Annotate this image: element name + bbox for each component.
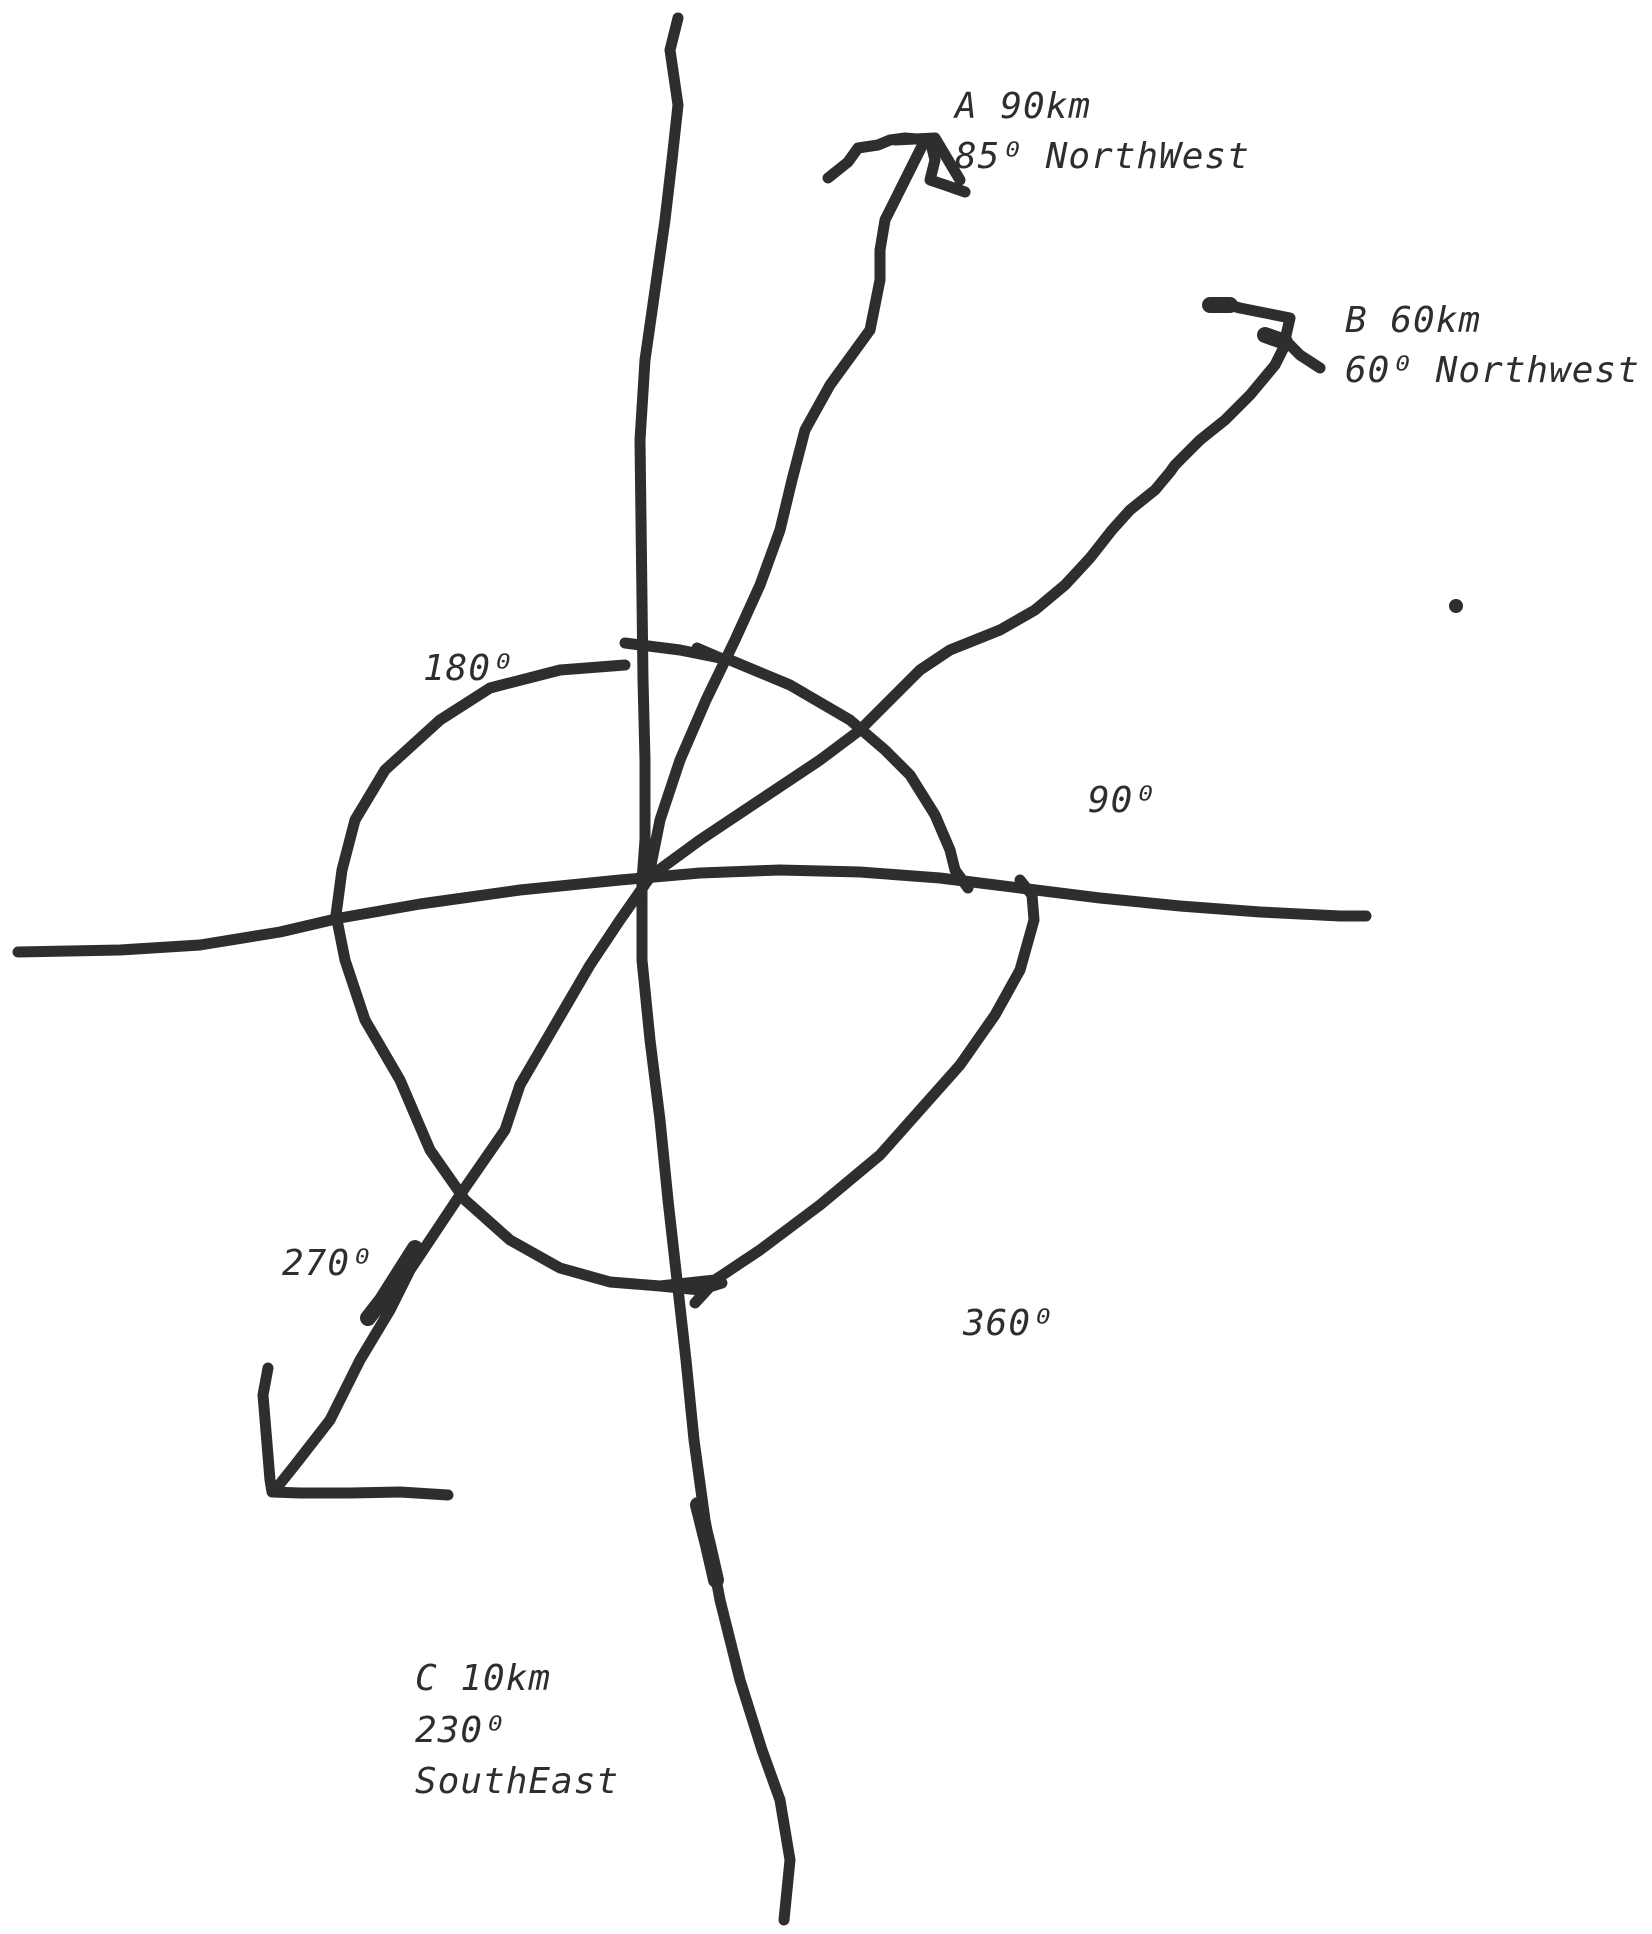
axis-bottom-tick xyxy=(690,1497,724,1588)
arrow-c-shaft xyxy=(269,874,654,1496)
compass-circle xyxy=(330,659,1040,1292)
horizontal-axis xyxy=(12,864,1372,958)
label-c-direction: SouthEast xyxy=(415,1761,619,1802)
stray-dot xyxy=(1449,599,1463,613)
arrow-b-shaft xyxy=(642,339,1291,884)
label-b-distance: B 60km xyxy=(1345,300,1481,341)
label-360-degrees: 360⁰ xyxy=(962,1303,1054,1344)
arrow-b-head-mark-2 xyxy=(1257,327,1293,350)
vertical-axis xyxy=(634,12,796,1926)
arrow-a-head-tip xyxy=(889,132,966,186)
label-a-bearing: 85⁰ NorthWest xyxy=(955,136,1250,177)
arrow-c-shaft-mark xyxy=(360,1240,423,1326)
label-90-degrees: 90⁰ xyxy=(1088,780,1156,821)
circle-bottom-stroke xyxy=(654,1277,728,1296)
label-a-distance: A 90km xyxy=(953,86,1091,127)
label-180-degrees: 180⁰ xyxy=(423,648,514,689)
label-270-degrees: 270⁰ xyxy=(282,1243,373,1284)
arrow-a-shaft xyxy=(642,134,931,886)
label-c-distance: C 10km xyxy=(415,1658,551,1699)
label-b-bearing: 60⁰ Northwest xyxy=(1345,350,1640,391)
arrow-c-head xyxy=(257,1362,454,1501)
label-c-bearing: 230⁰ xyxy=(415,1710,506,1751)
